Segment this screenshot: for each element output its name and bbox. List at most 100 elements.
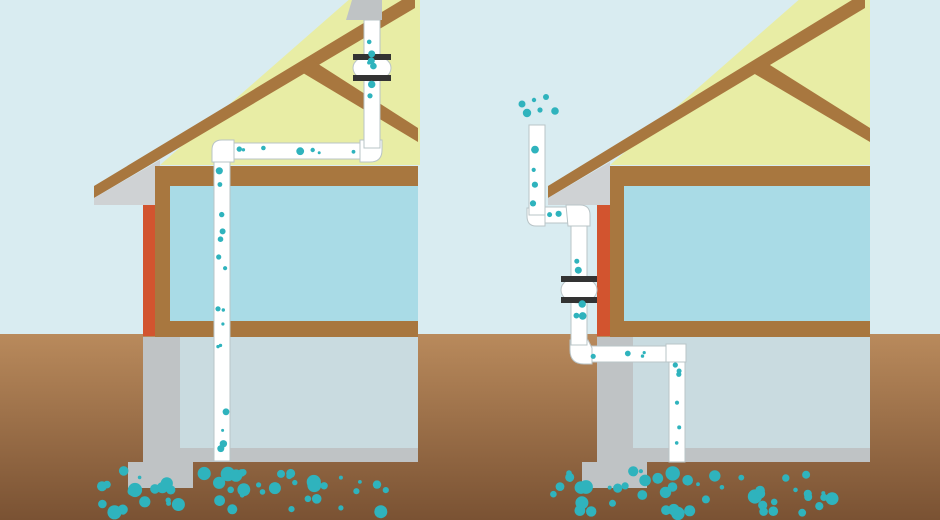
radon-bubble — [217, 182, 223, 187]
floor-joist-right — [610, 321, 870, 337]
roof-rafter-right — [548, 0, 865, 198]
radon-bubble — [574, 258, 580, 264]
radon-bubble — [782, 474, 790, 482]
radon-bubble — [793, 487, 798, 493]
radon-bubble — [372, 480, 382, 489]
pipe-elbow-left-a — [211, 139, 235, 163]
fascia-left — [94, 160, 160, 205]
radon-bubble — [367, 57, 375, 65]
radon-bubble — [609, 499, 616, 507]
radon-bubble — [768, 506, 779, 516]
radon-bubble — [738, 474, 745, 481]
radon-bubble — [829, 497, 835, 503]
fan-band-bottom-left — [353, 75, 391, 81]
radon-bubble — [97, 481, 107, 492]
radon-bubble — [219, 440, 228, 448]
radon-bubble — [259, 489, 266, 495]
radon-bubble — [367, 93, 373, 99]
radon-bubble — [672, 362, 678, 368]
radon-bubble — [317, 151, 321, 155]
radon-bubble — [218, 343, 223, 348]
ceiling-joist-right — [610, 166, 870, 186]
radon-bubble — [370, 62, 377, 70]
radon-bubble — [529, 200, 537, 207]
radon-bubble — [160, 477, 173, 490]
fan-band-top-right — [561, 276, 597, 282]
radon-bubble — [555, 482, 565, 491]
radon-bubble — [709, 470, 721, 482]
radon-bubble — [120, 508, 127, 515]
radon-bubble — [682, 475, 693, 486]
radon-bubble — [241, 148, 246, 152]
radon-bubble — [221, 308, 225, 312]
roof-flashing-left — [346, 0, 382, 20]
radon-bubble — [268, 482, 281, 495]
radon-bubble — [574, 266, 582, 274]
radon-bubble — [311, 494, 322, 504]
fan-right — [560, 276, 598, 304]
radon-bubble — [676, 368, 682, 374]
radon-bubble — [661, 505, 671, 516]
radon-bubble — [531, 145, 539, 154]
radon-bubble — [543, 94, 549, 100]
roof-brace-left — [298, 60, 418, 142]
radon-bubble — [137, 475, 142, 480]
radon-bubble — [575, 496, 589, 510]
pipe-vertical-basement-right — [668, 351, 686, 463]
radon-bubble — [551, 107, 559, 115]
radon-bubble — [638, 469, 644, 474]
radon-bubble — [338, 505, 344, 511]
vent-pipe-right — [526, 124, 687, 463]
radon-bubble — [261, 145, 266, 151]
radon-bubble — [642, 351, 646, 355]
radon-bubble — [307, 478, 322, 493]
radon-bubble — [628, 466, 639, 477]
radon-bubble — [815, 502, 824, 511]
radon-bubble — [219, 211, 225, 218]
radon-bubble — [579, 480, 593, 494]
radon-bubble — [624, 350, 631, 357]
radon-bubble — [223, 266, 228, 271]
radon-bubble — [236, 146, 242, 152]
radon-bubble — [613, 483, 623, 493]
radon-bubble — [578, 300, 586, 308]
radon-bubble — [621, 482, 629, 490]
radon-bubble — [758, 500, 768, 510]
radon-bubble — [304, 495, 312, 503]
radon-bubble — [98, 499, 107, 509]
radon-bubble — [256, 482, 262, 488]
radon-bubble — [227, 504, 238, 515]
radon-bubble — [677, 425, 682, 430]
radon-bubble — [640, 354, 645, 358]
radon-bubble — [802, 470, 811, 479]
radon-bubble — [358, 480, 362, 484]
radon-bubble — [353, 488, 360, 495]
radon-bubble — [107, 505, 122, 520]
radon-bubble — [222, 408, 230, 416]
radon-bubble — [547, 212, 553, 218]
radon-bubble — [296, 147, 305, 156]
radon-bubble — [368, 80, 376, 89]
radon-bubble — [759, 507, 768, 516]
radon-bubble — [518, 100, 526, 108]
radon-bubble — [338, 475, 343, 480]
radon-bubble — [171, 498, 185, 511]
radon-bubble — [567, 477, 573, 482]
radon-bubble — [531, 181, 539, 188]
radon-bubble — [770, 498, 778, 506]
radon-bubble — [674, 400, 680, 405]
fan-band-bottom-right — [561, 297, 597, 303]
radon-bubble — [368, 50, 376, 58]
radon-bubble — [351, 149, 356, 154]
radon-bubble — [719, 485, 725, 490]
living-space-right — [624, 186, 870, 321]
radon-bubble — [550, 490, 557, 498]
radon-bubble — [531, 167, 536, 172]
roof-rafter-left — [94, 0, 415, 198]
radon-bubble — [522, 108, 532, 118]
radon-bubble — [197, 466, 211, 481]
radon-bubble — [578, 312, 587, 320]
living-space-left — [170, 186, 418, 321]
radon-bubble — [320, 482, 328, 490]
radon-bubble — [637, 490, 648, 500]
